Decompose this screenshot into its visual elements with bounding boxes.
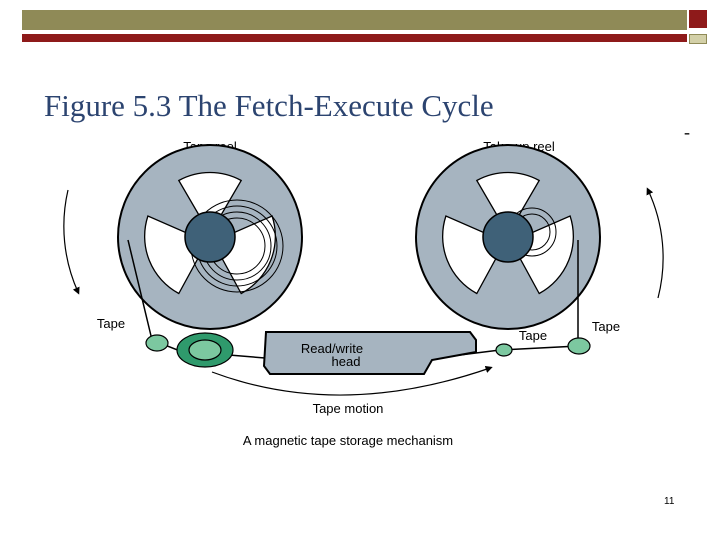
header-red-square	[689, 10, 707, 28]
take-up-reel	[415, 144, 601, 330]
left-hub	[184, 211, 236, 263]
header-red-band	[22, 34, 687, 42]
slide-title: Figure 5.3 The Fetch-Execute Cycle	[44, 88, 494, 123]
page-number: 11	[664, 496, 675, 507]
right-tape-label: Tape	[592, 319, 620, 334]
right-hub	[482, 211, 534, 263]
middle-tape-label: Tape	[519, 328, 547, 343]
tape-motion-arrow	[211, 366, 493, 396]
right-guide-roller	[567, 337, 591, 355]
header-olive-square	[689, 34, 707, 44]
right-rotation-arrow	[646, 187, 664, 299]
header-decoration	[22, 10, 710, 44]
tape-motion-label: Tape motion	[313, 401, 384, 416]
read-write-head	[262, 331, 477, 375]
head-label-line2: head	[332, 354, 361, 369]
drive-roller-center	[188, 339, 222, 361]
left-guide-roller	[145, 334, 169, 352]
header-olive-band	[22, 10, 687, 30]
middle-guide-roller	[495, 343, 513, 357]
left-tape-label: Tape	[97, 316, 125, 331]
diagram-caption: A magnetic tape storage mechanism	[243, 433, 453, 448]
tape-reel	[117, 144, 303, 330]
left-rotation-arrow	[63, 189, 80, 295]
stray-dash: -	[684, 122, 690, 142]
head-label-line1: Read/write	[301, 341, 363, 356]
